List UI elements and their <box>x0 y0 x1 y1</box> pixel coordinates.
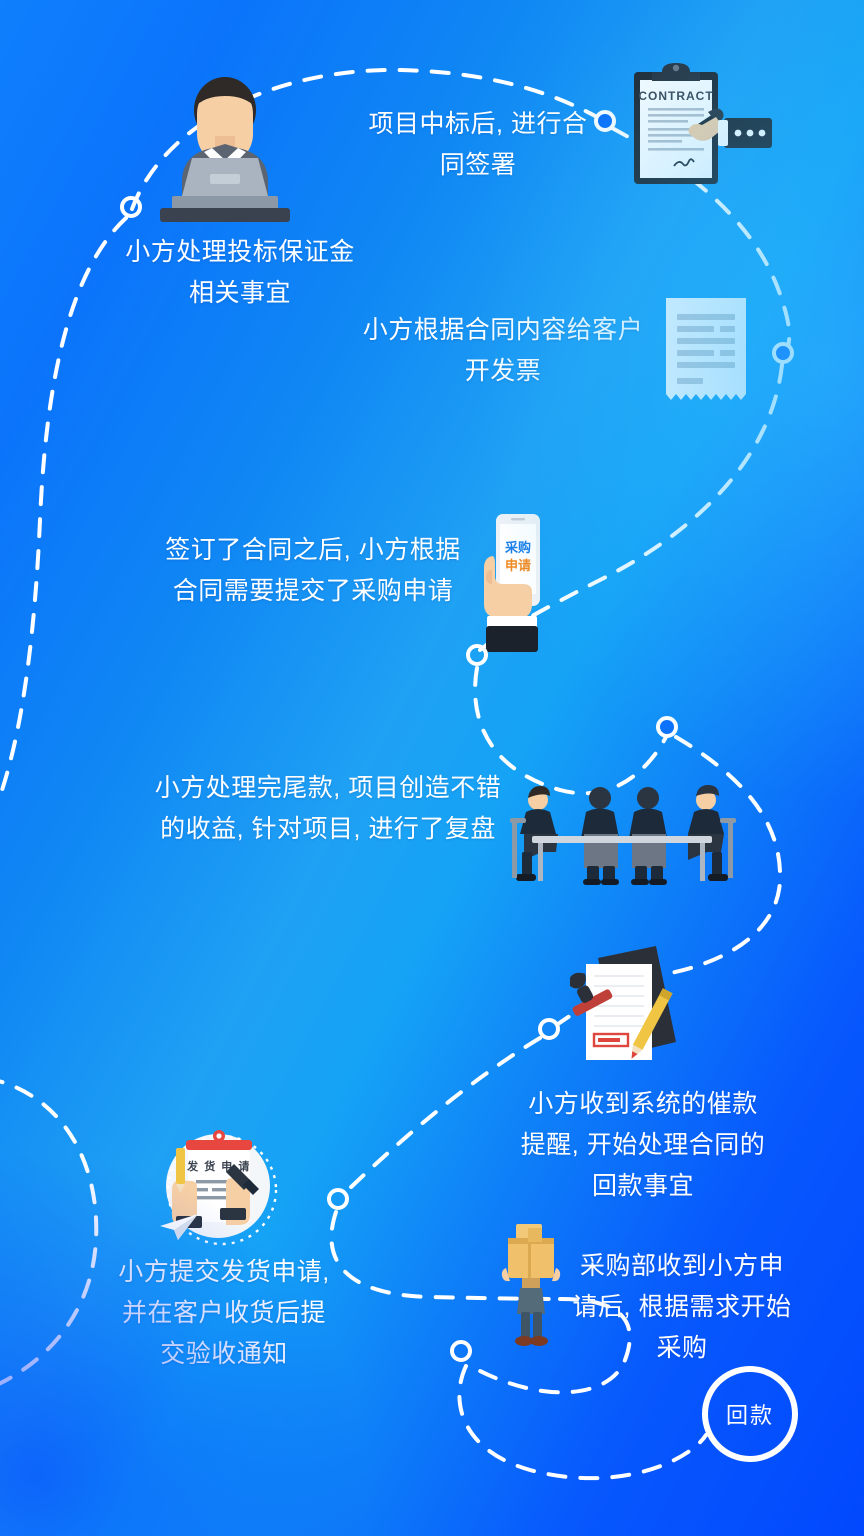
flow-node-7[interactable] <box>327 1188 353 1217</box>
path-seg-9 <box>476 1297 632 1395</box>
stamped-document-pencil-icon <box>570 946 676 1060</box>
path-seg-8 <box>329 1210 562 1301</box>
flow-node-5[interactable] <box>656 716 682 745</box>
payment-collection-badge-label: 回款 <box>725 1403 774 1428</box>
businessman-laptop-icon <box>160 77 290 222</box>
path-seg-1 <box>130 67 606 211</box>
invoice-receipt-icon <box>666 298 746 400</box>
step-caption-bid-deposit: 小方处理投标保证金 相关事宜 <box>125 238 355 307</box>
flow-node-1[interactable] <box>120 196 146 225</box>
flow-node-ring <box>538 1018 560 1040</box>
step-caption-payment-reminder: 小方收到系统的催款 提醒, 开始处理合同的 回款事宜 <box>520 1090 766 1200</box>
svg-text:发 货 申 请: 发 货 申 请 <box>186 1159 251 1173</box>
step-caption-purchase-request: 签订了合同之后, 小方根据 合同需要提交了采购申请 <box>165 536 461 605</box>
path-seg-10 <box>457 1364 708 1481</box>
flow-node-3[interactable] <box>772 342 798 371</box>
path-seg-5 <box>658 735 783 977</box>
flow-node-ring <box>120 196 142 218</box>
path-seg-bottom-loop <box>0 1079 99 1386</box>
path-seg-7 <box>346 1036 542 1192</box>
shipping-request-clipboard-icon: 发 货 申 请 <box>160 1130 278 1246</box>
flow-node-ring <box>772 342 794 364</box>
svg-text:申请: 申请 <box>505 558 531 573</box>
flow-node-6[interactable] <box>538 1018 564 1047</box>
person-carrying-boxes-icon <box>501 1224 561 1346</box>
flow-node-8[interactable] <box>450 1340 476 1369</box>
payment-collection-badge[interactable]: 回款 <box>702 1366 798 1485</box>
flow-node-ring <box>450 1340 472 1362</box>
hand-phone-icon: 采购 申请 <box>484 514 540 652</box>
flow-node-2[interactable] <box>594 110 620 139</box>
step-caption-shipping-request: 小方提交发货申请, 并在客户收货后提 交验收通知 <box>118 1258 330 1368</box>
flow-node-4[interactable] <box>466 644 492 673</box>
flow-node-ring <box>327 1188 349 1210</box>
step-caption-contract-signing: 项目中标后, 进行合 同签署 <box>368 110 588 179</box>
step-caption-project-review: 小方处理完尾款, 项目创造不错 的收益, 针对项目, 进行了复盘 <box>154 774 502 843</box>
step-caption-procurement: 采购部收到小方申 请后, 根据需求开始 采购 <box>572 1252 792 1362</box>
path-seg-left-loop <box>0 216 128 803</box>
svg-text:采购: 采购 <box>504 540 531 555</box>
meeting-table-icon <box>510 785 736 885</box>
path-seg-4 <box>473 666 670 796</box>
contract-clipboard-signing-icon: CONTRACT <box>634 63 772 184</box>
flow-node-ring <box>656 716 678 738</box>
step-caption-invoice: 小方根据合同内容给客户 开发票 <box>362 316 644 385</box>
flow-node-ring <box>594 110 616 132</box>
flow-node-ring <box>466 644 488 666</box>
svg-text:CONTRACT: CONTRACT <box>638 89 713 103</box>
